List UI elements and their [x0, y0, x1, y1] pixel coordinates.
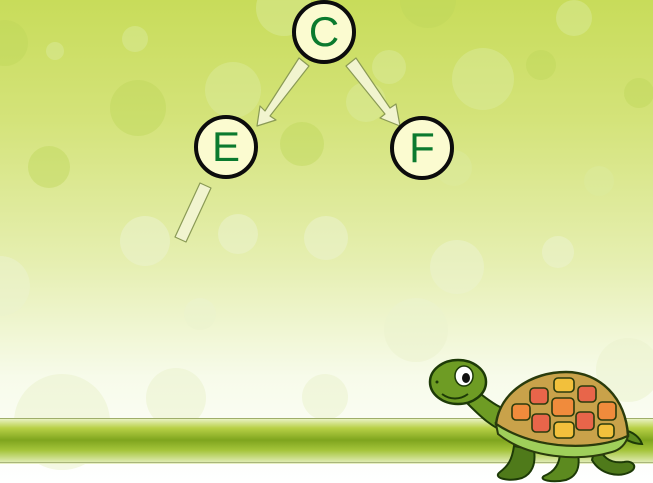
turtle-shell-pattern	[511, 377, 617, 439]
tree-node-f: F	[390, 116, 454, 180]
tree-node-c-label: C	[308, 8, 340, 55]
tree-node-e-label: E	[211, 123, 240, 170]
turtle-mid-leg	[541, 450, 580, 483]
edge-e-partial-branch	[174, 182, 212, 243]
turtle-shell-rim	[494, 421, 630, 459]
turtle-eye-pupil	[462, 373, 470, 383]
turtle-illustration	[428, 358, 644, 483]
ground-line-top	[0, 418, 653, 419]
turtle-back-leg	[590, 441, 636, 476]
turtle-front-leg	[497, 444, 536, 481]
ground-line-bottom	[0, 462, 653, 463]
turtle-nostril	[435, 380, 439, 384]
tree-node-e: E	[194, 115, 258, 179]
edge-c-to-f-arrow	[345, 57, 401, 127]
tree-node-f-label: F	[409, 124, 435, 171]
edge-c-to-e-arrow	[256, 57, 310, 127]
tree-node-c: C	[292, 0, 356, 64]
turtle-smile	[441, 393, 469, 400]
